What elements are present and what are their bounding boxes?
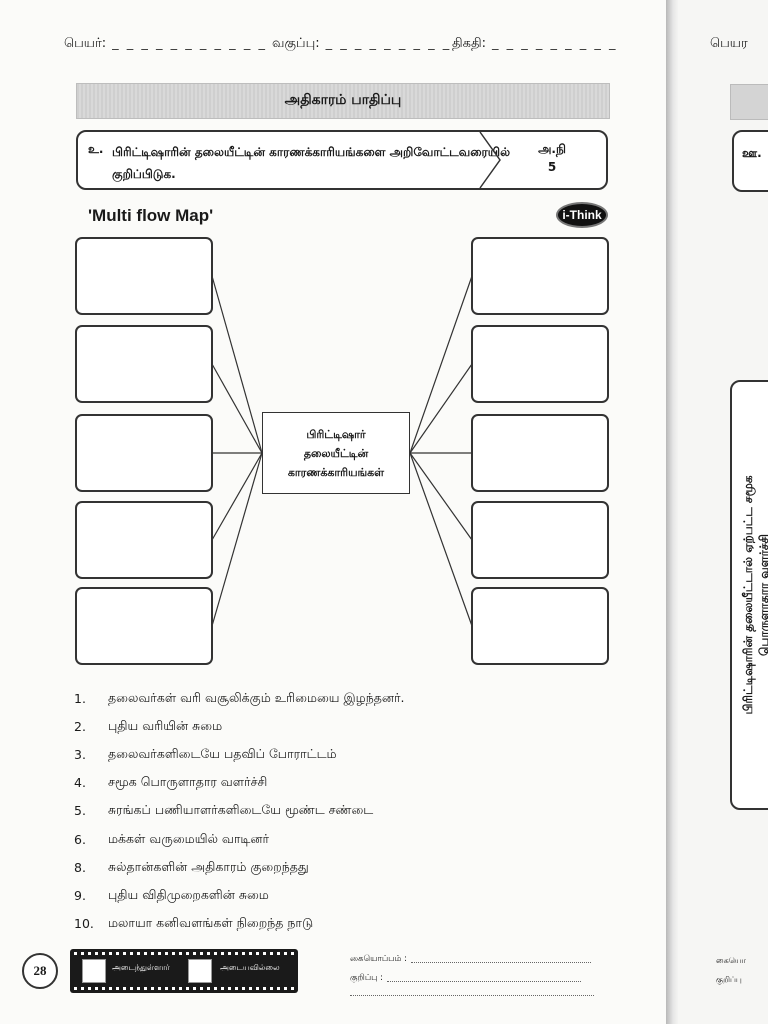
effect-box-1[interactable] [471,237,609,315]
i-think-badge: i-Think [556,202,608,228]
not-achieved-checkbox[interactable] [188,959,212,983]
not-achieved-label: அடையவில்லை [220,963,280,972]
class-blank[interactable]: _ _ _ _ _ _ _ _ _ [325,36,452,51]
objective-text: பிரிட்டிஷாரின் தலையீட்டின் காரணக்காரியங்… [112,145,511,181]
note-label: குறிப்பு : [350,973,384,983]
effect-box-3[interactable] [471,414,609,492]
central-topic-line-2: தலையீட்டின் [303,446,369,460]
effect-box-2[interactable] [471,325,609,403]
effect-box-5[interactable] [471,587,609,665]
signature-line[interactable] [410,954,591,963]
name-blank[interactable]: _ _ _ _ _ _ _ _ _ _ _ [112,36,267,51]
list-item: 8.சுல்தான்களின் அதிகாரம் குறைந்தது [74,858,309,875]
objective-code: அ.நி 5 [522,140,582,176]
list-item: 1.தலைவர்கள் வரி வசூலிக்கும் உரிமையை இழந்… [74,689,405,706]
central-topic: பிரிட்டிஷார் தலையீட்டின் காரணக்காரியங்கள… [262,412,410,494]
connector-lines [211,275,473,627]
signature-label: கையொப்பம் : [350,954,407,964]
film-perforation-bottom [74,987,294,990]
cause-box-1[interactable] [75,237,213,315]
achieved-checkbox[interactable] [82,959,106,983]
worksheet-page: பெயர்: _ _ _ _ _ _ _ _ _ _ _ வகுப்பு: _ … [0,0,666,1024]
class-field[interactable]: வகுப்பு: _ _ _ _ _ _ _ _ _ [272,36,451,52]
next-page-sign-label: கையொ [716,956,746,965]
section-title: அதிகாரம் பாதிப்பு [284,92,402,108]
list-item: 2.புதிய வரியின் சுமை [74,717,223,734]
list-item: 6.மக்கள் வருமையில் வாடினர் [74,830,270,847]
cause-box-5[interactable] [75,587,213,665]
next-page-prefix: ஊ. [742,146,762,160]
chevron-divider-icon [479,131,501,189]
section-banner: அதிகாரம் பாதிப்பு [76,83,610,119]
page-number: 28 [22,953,58,989]
date-blank[interactable]: _ _ _ _ _ _ _ _ _ [492,36,618,51]
central-topic-line-1: பிரிட்டிஷார் [306,427,366,441]
effect-box-4[interactable] [471,501,609,579]
film-perforation-top [74,952,294,955]
objective-prefix: உ. [88,142,104,156]
name-label: பெயர்: [64,36,107,51]
list-item: 4.சமூக பொருளாதார வளர்ச்சி [74,774,268,791]
next-page-note-label: குறிப்பு [716,975,742,984]
objective-code-number: 5 [547,160,557,174]
achieved-label: அடைந்துள்ளார் [112,963,170,972]
objective-box: உ. பிரிட்டிஷாரின் தலையீட்டின் காரணக்காரி… [76,130,608,190]
next-page-name-label: பெயர [710,36,748,51]
central-topic-line-3: காரணக்காரியங்கள் [287,465,385,479]
next-page-edge: பெயர ஊ. பிரிட்டிஷாரின் தலையீட்டால் ஏற்பட… [678,0,768,1024]
next-page-topic-text: பிரிட்டிஷாரின் தலையீட்டால் ஏற்பட்ட சமூக … [741,475,768,715]
map-title: 'Multi flow Map' [88,206,214,225]
cause-box-2[interactable] [75,325,213,403]
list-item: 9.புதிய விதிமுறைகளின் சுமை [74,886,269,903]
date-label: திகதி: [452,36,486,51]
cause-box-4[interactable] [75,501,213,579]
book-gutter [666,0,678,1024]
next-page-objective-box: ஊ. [732,130,768,192]
next-page-topic-box: பிரிட்டிஷாரின் தலையீட்டால் ஏற்பட்ட சமூக … [730,380,768,810]
next-page-banner [730,84,768,120]
note-field[interactable]: குறிப்பு : [350,973,582,984]
cause-box-3[interactable] [75,414,213,492]
list-item: 5.சுரங்கப் பணியாளர்களிடையே மூண்ட சண்டை [74,802,374,819]
name-field[interactable]: பெயர்: _ _ _ _ _ _ _ _ _ _ _ [64,36,267,52]
date-field[interactable]: திகதி: _ _ _ _ _ _ _ _ _ [452,36,618,52]
list-item: 10.மலாயா கனிவளங்கள் நிறைந்த நாடு [74,915,314,932]
note-line[interactable] [387,973,582,982]
note-extra-line[interactable] [350,995,594,996]
class-label: வகுப்பு: [272,36,320,51]
answer-options-list: 1.தலைவர்கள் வரி வசூலிக்கும் உரிமையை இழந்… [74,684,405,938]
signature-field[interactable]: கையொப்பம் : [350,954,591,965]
achievement-strip: அடைந்துள்ளார் அடையவில்லை [70,949,298,993]
objective-code-label: அ.நி [538,142,566,156]
list-item: 3.தலைவர்களிடையே பதவிப் போராட்டம் [74,745,337,762]
